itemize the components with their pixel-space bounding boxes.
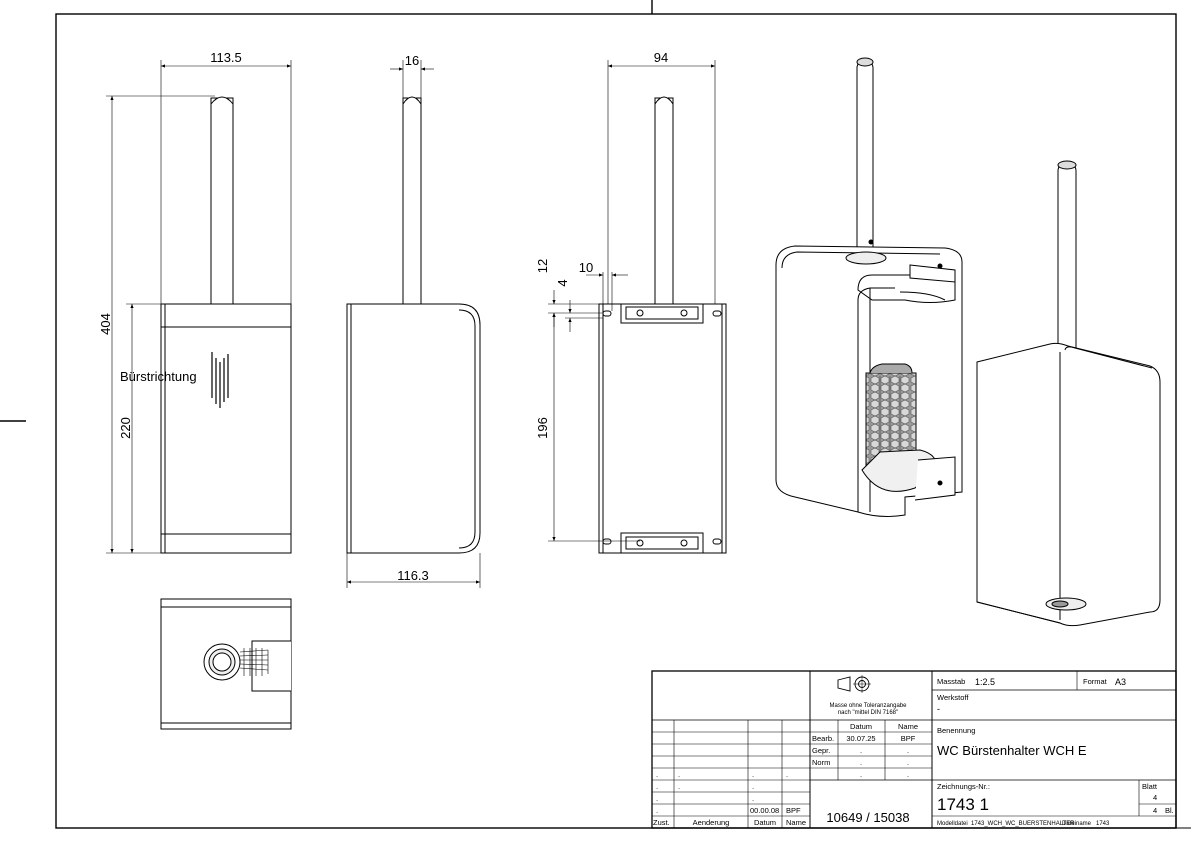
bearb-date: 30.07.25	[846, 734, 875, 743]
dimension-total-height	[106, 95, 215, 554]
benennung-label: Benennung	[937, 726, 975, 735]
werkstoff-label: Werkstoff	[937, 693, 969, 702]
rear-view	[598, 96, 727, 554]
rev-row4-zust: .	[656, 806, 658, 815]
dim-16: 16	[405, 53, 419, 68]
massstab-value: 1:2.5	[975, 677, 995, 687]
dateiname-label: Dateiname	[1062, 821, 1092, 827]
rev-date: 00.00.08	[750, 806, 779, 815]
modelldatei-label: Modelldatei	[937, 821, 968, 827]
blatt-total: 4	[1153, 806, 1157, 815]
dimension-body-height	[126, 303, 161, 553]
title-block	[651, 670, 1177, 829]
rev-row3-zust: .	[656, 794, 658, 803]
footer-zust: Zust.	[653, 818, 670, 827]
dateiname-value: 1743	[1096, 821, 1110, 827]
dimension-hole-spacing	[548, 313, 640, 542]
dim-10: 10	[579, 260, 593, 275]
rev-row1-date: .	[752, 770, 754, 779]
row-label-gepr: Gepr.	[812, 746, 830, 755]
dimension-side-depth	[390, 60, 434, 98]
order-number: 10649 / 15038	[826, 810, 909, 825]
dim-116-3: 116.3	[397, 568, 429, 583]
dimension-rear-width	[607, 60, 716, 304]
dim-94: 94	[654, 50, 668, 65]
werkstoff-value: -	[937, 704, 940, 714]
brush-direction-label: Bürstrichtung	[120, 369, 197, 384]
dim-12: 12	[535, 259, 550, 273]
footer-name: Name	[786, 818, 806, 827]
zeichnung-label: Zeichnungs-Nr.:	[937, 782, 990, 791]
norm-date: .	[860, 758, 862, 767]
footer-datum: Datum	[754, 818, 776, 827]
dim-4: 4	[555, 279, 570, 286]
footer-aenderung: Aenderung	[693, 818, 730, 827]
dim-220: 220	[118, 417, 133, 439]
rev-row2-aend: .	[678, 782, 680, 791]
blank-name: .	[907, 770, 909, 779]
blatt-label: Blatt	[1142, 782, 1158, 791]
modelldatei-value: 1743_WCH_WC_BUERSTENHALTER	[971, 821, 1075, 827]
benennung-value: WC Bürstenhalter WCH E	[937, 743, 1087, 758]
dimension-front-width	[160, 60, 292, 304]
tolerance-note-line1: Masse ohne Toleranzangabe	[830, 703, 908, 709]
dim-196: 196	[535, 417, 550, 439]
rev-row1-name: .	[786, 770, 788, 779]
top-view-bristles	[239, 648, 269, 676]
isometric-view-closed	[976, 160, 1161, 627]
top-view	[160, 598, 292, 730]
rev-row1-zust: .	[656, 770, 658, 779]
massstab-label: Masstab	[937, 677, 965, 686]
dimension-base-width	[346, 553, 481, 588]
blatt-value: 4	[1153, 793, 1157, 802]
front-view	[160, 96, 292, 554]
rev-row2-zust: .	[656, 782, 658, 791]
gepr-date: .	[860, 746, 862, 755]
rev-row3-date: .	[752, 794, 754, 803]
format-value: A3	[1115, 677, 1126, 687]
gepr-name: .	[907, 746, 909, 755]
dimension-small-offsets	[548, 272, 628, 332]
isometric-view-open	[775, 57, 963, 517]
dim-113-5: 113.5	[210, 50, 242, 65]
row-label-bearb: Bearb.	[812, 734, 834, 743]
header-datum: Datum	[850, 722, 872, 731]
rev-row2-date: .	[752, 782, 754, 791]
dim-404: 404	[98, 313, 113, 335]
blank-date: .	[860, 770, 862, 779]
projection-symbol-icon	[837, 675, 871, 693]
blatt-unit: Bl.	[1165, 806, 1174, 815]
norm-name: .	[907, 758, 909, 767]
tolerance-note-line2: nach "mittel DIN 7168"	[838, 710, 898, 716]
rev-row1-aend: .	[678, 770, 680, 779]
zeichnung-value: 1743 1	[937, 795, 989, 814]
header-name: Name	[898, 722, 918, 731]
rev-name: BPF	[786, 806, 801, 815]
row-label-norm: Norm	[812, 758, 830, 767]
brush-direction-symbol	[211, 352, 229, 408]
bearb-name: BPF	[901, 734, 916, 743]
format-label: Format	[1083, 677, 1108, 686]
side-view	[346, 96, 481, 554]
